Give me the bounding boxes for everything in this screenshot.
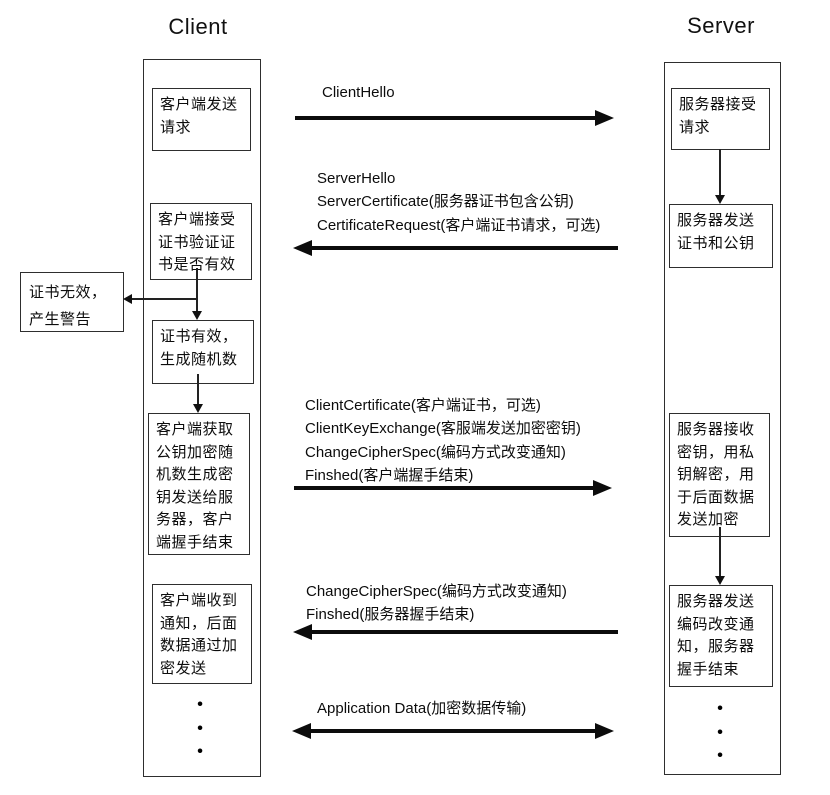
- client-step-send-request: 客户端发送 请求: [152, 88, 251, 151]
- flow-line: [131, 298, 197, 300]
- arrowhead-right-icon: [595, 723, 614, 739]
- message-line: [295, 116, 595, 120]
- message-line: [310, 729, 596, 733]
- flow-line: [719, 149, 721, 196]
- server-step-accept-request: 服务器接受 请求: [671, 88, 770, 150]
- flow-line: [197, 374, 199, 405]
- client-step-receive-notice: 客户端收到 通知，后面 数据通过加 密发送: [152, 584, 252, 684]
- client-step-verify-certificate: 客户端接受 证书验证证 书是否有效: [150, 203, 252, 280]
- server-step-send-certificate: 服务器发送 证书和公钥: [669, 204, 773, 268]
- message-label-server-hello: ServerHello ServerCertificate(服务器证书包含公钥)…: [317, 170, 601, 234]
- server-step-send-change-notice: 服务器发送 编码改变通 知，服务器 握手结束: [669, 585, 773, 687]
- client-step-make-session-key: 客户端获取 公钥加密随 机数生成密 钥发送给服 务器，客户 端握手结束: [148, 413, 250, 555]
- arrowhead-left-icon: [293, 240, 312, 256]
- message-line: [311, 630, 618, 634]
- arrowhead-left-icon: [123, 294, 132, 304]
- message-label-client-hello: ClientHello: [322, 84, 395, 101]
- message-label-client-key-exchange: ClientCertificate(客户端证书，可选) ClientKeyExc…: [305, 397, 581, 484]
- flow-line: [719, 527, 721, 576]
- flow-line: [196, 268, 198, 312]
- server-lane-title: Server: [687, 13, 755, 38]
- client-continuation-dots: • • •: [197, 696, 203, 760]
- arrowhead-right-icon: [595, 110, 614, 126]
- arrowhead-down-icon: [715, 195, 725, 204]
- arrowhead-right-icon: [593, 480, 612, 496]
- message-line: [311, 246, 618, 250]
- server-continuation-dots: • • •: [717, 700, 723, 764]
- message-label-application-data: Application Data(加密数据传输): [317, 700, 527, 717]
- arrowhead-left-icon: [293, 624, 312, 640]
- branch-note-cert-invalid: 证书无效， 产生警告: [20, 272, 124, 332]
- message-label-server-finished: ChangeCipherSpec(编码方式改变通知) Finshed(服务器握手…: [306, 583, 567, 624]
- client-step-cert-valid: 证书有效， 生成随机数: [152, 320, 254, 384]
- server-step-receive-key: 服务器接收 密钥，用私 钥解密，用 于后面数据 发送加密: [669, 413, 770, 537]
- arrowhead-left-icon: [292, 723, 311, 739]
- arrowhead-down-icon: [193, 404, 203, 413]
- message-line: [294, 486, 593, 490]
- client-lane-title: Client: [168, 14, 228, 39]
- arrowhead-down-icon: [192, 311, 202, 320]
- arrowhead-down-icon: [715, 576, 725, 585]
